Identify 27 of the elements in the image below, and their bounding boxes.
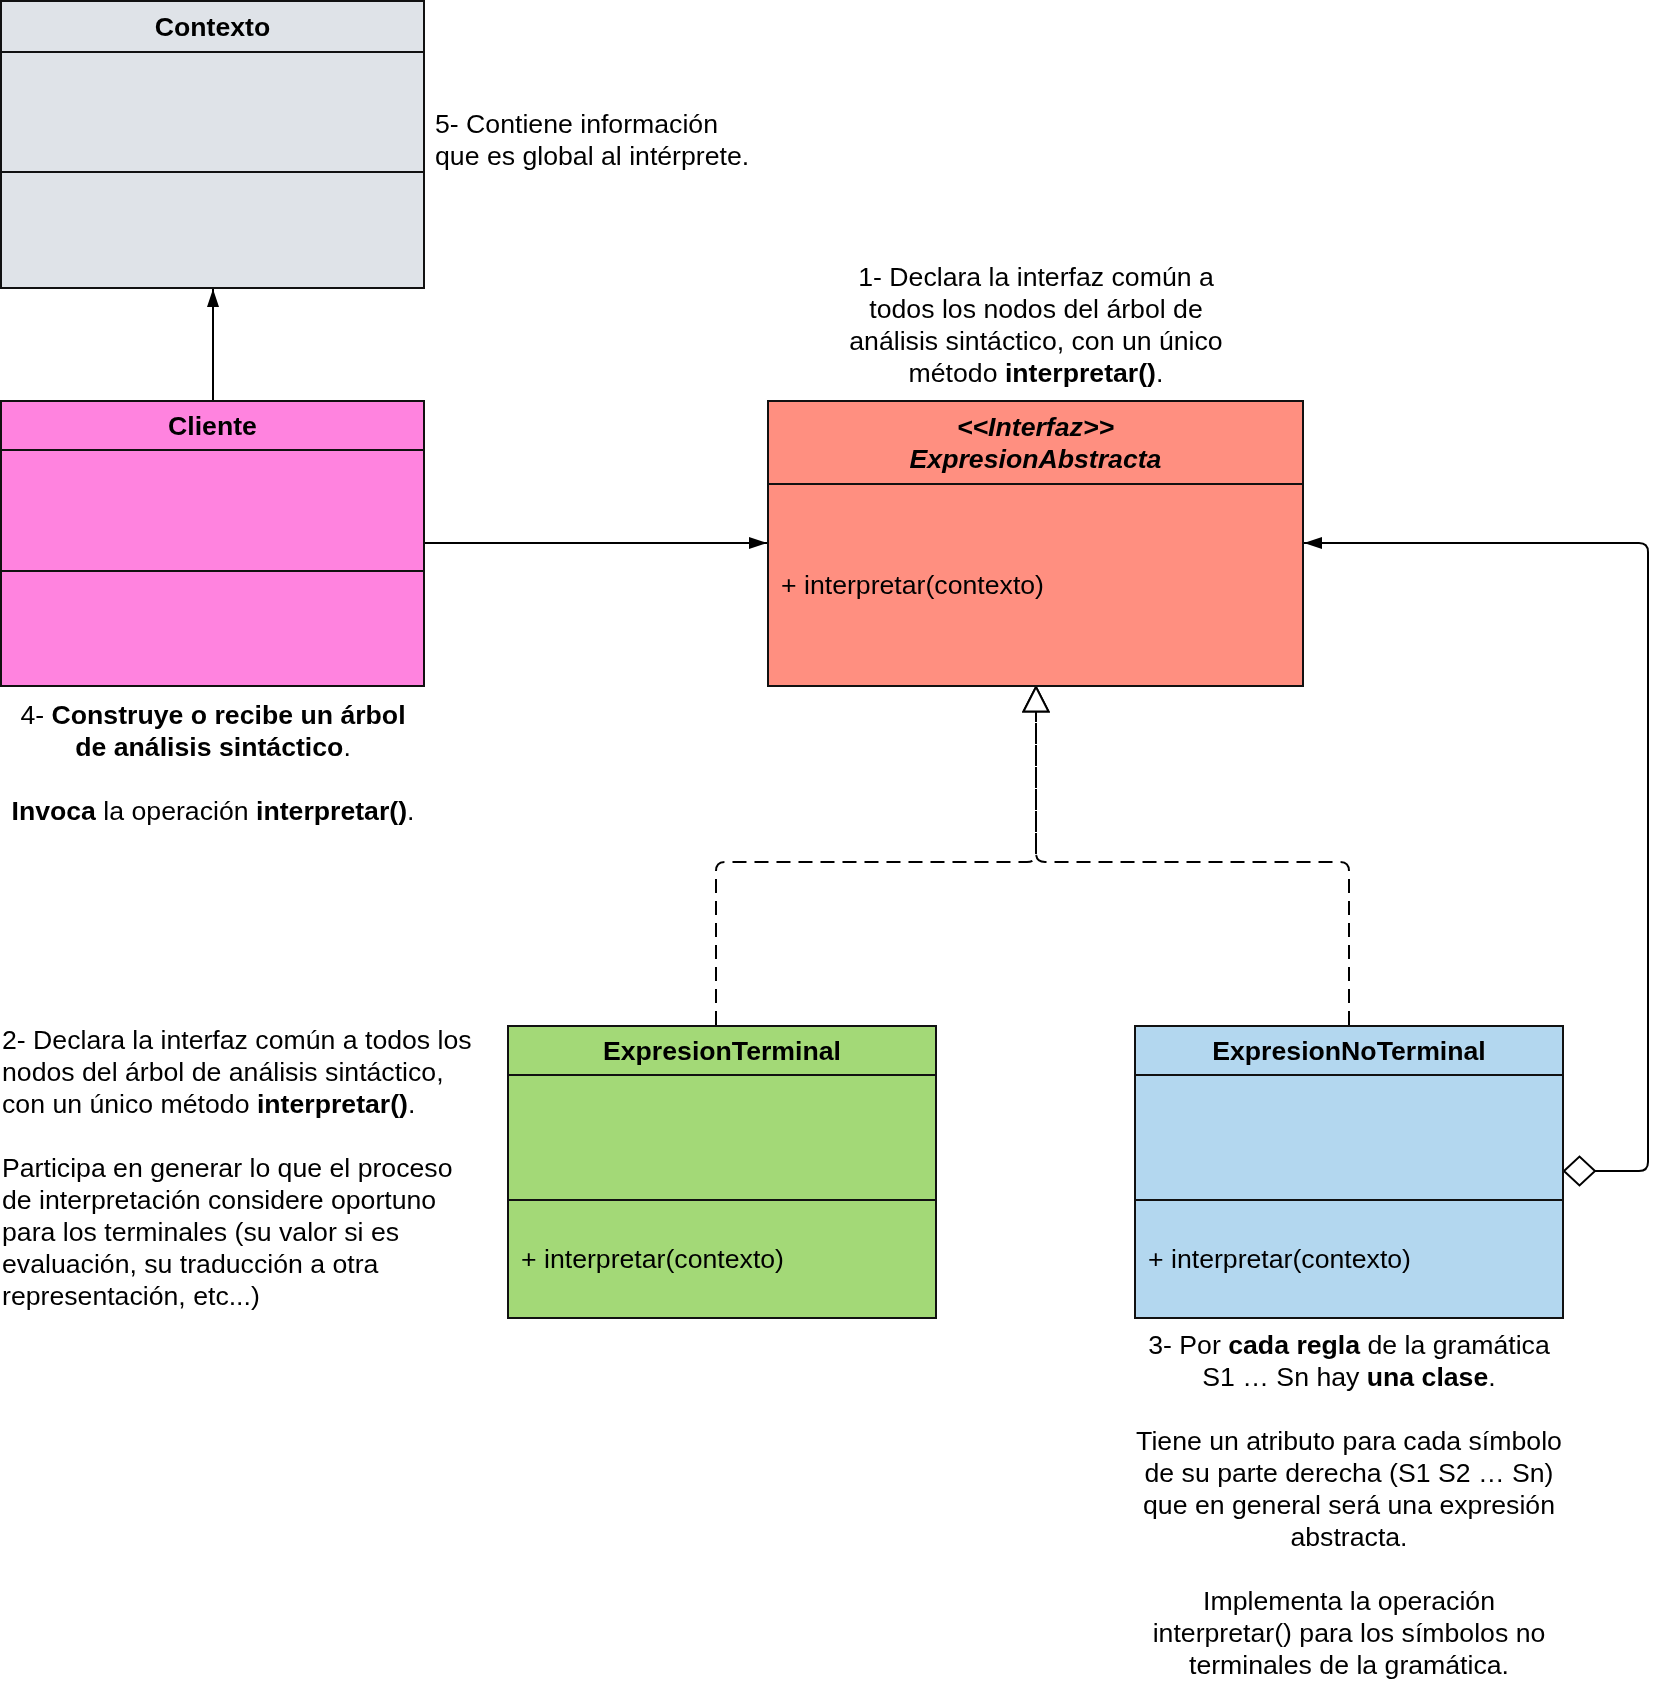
- note-text: Participa en generar lo que el proceso de interpretación considere oportuno para los terminales (su valor si es evaluación, su traducción a otra representación, etc...): [2, 1152, 454, 1312]
- class-name: ExpresionAbstracta: [909, 442, 1162, 475]
- class-box: [0, 0, 425, 289]
- class-box: [507, 1025, 937, 1319]
- class-name: ExpresionTerminal: [603, 1034, 841, 1067]
- arrow: [424, 537, 768, 549]
- class-name: Contexto: [154, 10, 271, 43]
- realization-arrow: [1022, 686, 1350, 1026]
- note-text: Implementa la operación interpretar() para los símbolos no terminales de la gramática.: [1151, 1585, 1547, 1681]
- method-signature: + interpretar(contexto): [781, 569, 1044, 601]
- note-text: 5- Contiene información que es global al intérprete.: [435, 108, 751, 172]
- class-box: [1134, 1025, 1564, 1319]
- class-box: [767, 400, 1304, 687]
- stereotype-label: <<Interfaz>>: [956, 410, 1115, 443]
- class-name: Cliente: [168, 409, 257, 442]
- aggregation-arrow: [1303, 537, 1649, 1187]
- note-text: 1- Declara la interfaz común a todos los nodos del árbol de análisis sintáctico, con un único método interpretar().: [848, 261, 1224, 389]
- note-text: Tiene un atributo para cada símbolo de su parte derecha (S1 S2 … Sn) que en general será una expresión abstracta.: [1135, 1425, 1563, 1553]
- class-box: [0, 400, 425, 687]
- note-text: 2- Declara la interfaz común a todos los nodos del árbol de análisis sintáctico, con un único método interpretar().: [2, 1024, 473, 1120]
- method-signature: + interpretar(contexto): [521, 1243, 784, 1275]
- method-signature: + interpretar(contexto): [1148, 1243, 1411, 1275]
- note-text: 3- Por cada regla de la gramática S1 … Sn hay una clase.: [1147, 1329, 1551, 1393]
- note-text: Invoca la operación interpretar().: [11, 795, 415, 827]
- arrow: [207, 288, 219, 401]
- note-text: 4- Construye o recibe un árbol de análisis sintáctico.: [19, 699, 407, 763]
- class-name: ExpresionNoTerminal: [1212, 1034, 1486, 1067]
